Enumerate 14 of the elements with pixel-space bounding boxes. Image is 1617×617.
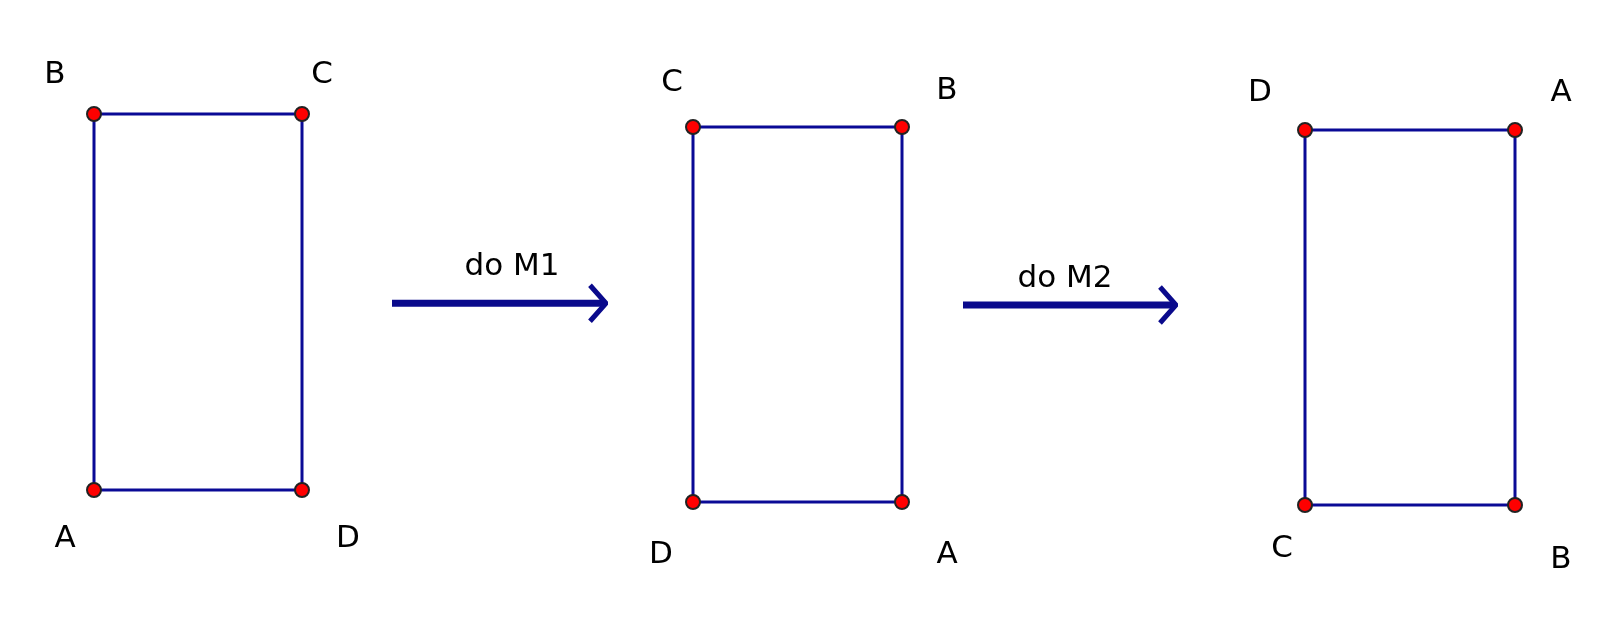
vertex-label: B	[1550, 541, 1572, 573]
vertex-label: A	[936, 536, 958, 568]
vertex-label: D	[649, 536, 673, 568]
vertex-label: B	[44, 56, 66, 88]
edge-label: do M2	[1017, 260, 1113, 292]
vertex-label: C	[661, 64, 683, 96]
vertex-label: A	[54, 520, 76, 552]
vertex-label: C	[1271, 530, 1293, 562]
vertex-label: D	[1248, 74, 1272, 106]
vertex-label: C	[311, 56, 333, 88]
edge-label: do M1	[464, 248, 560, 280]
vertex-label: B	[936, 72, 958, 104]
vertex-label: A	[1550, 74, 1572, 106]
vertex-label: D	[336, 520, 360, 552]
